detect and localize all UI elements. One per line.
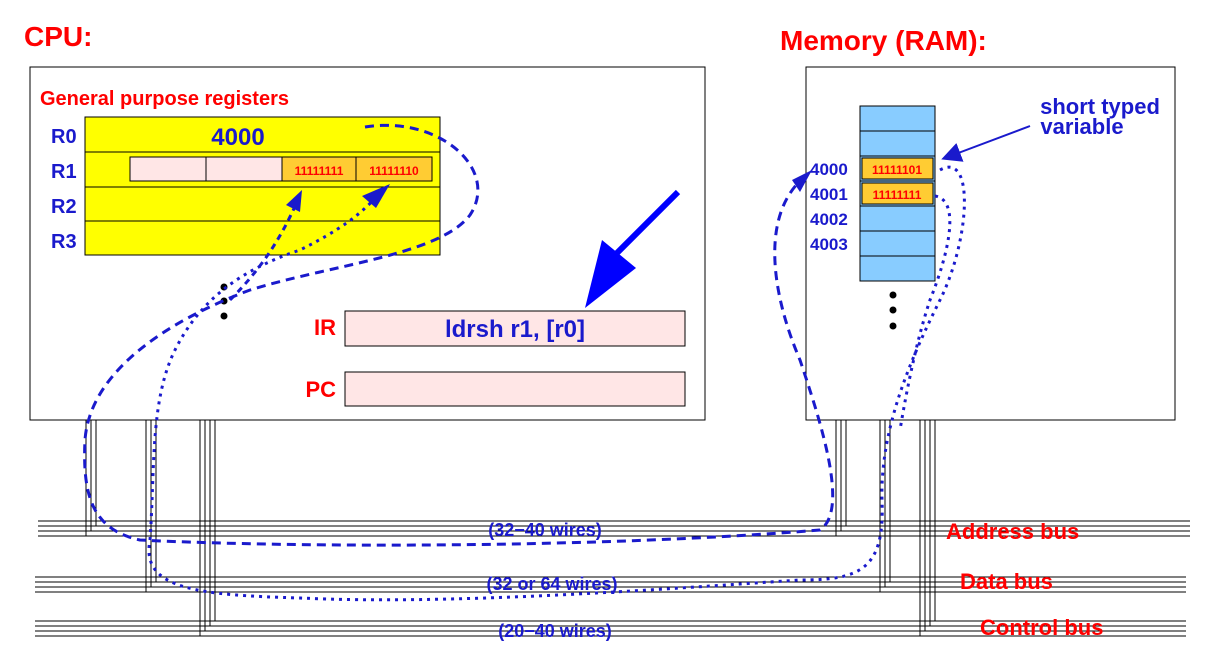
ir-arrow [585,189,681,308]
data-path-high-arrow [362,184,390,208]
mem-address-4000: 4000 [810,160,848,179]
address-bus-lines [38,520,1190,537]
annotation-line1: short typed [1040,94,1160,119]
r1-byte-2 [205,156,283,182]
address-path [83,123,835,547]
pc-register [344,371,686,407]
register-label-r0: R0 [51,126,77,148]
register-label-r1: R1 [51,161,77,183]
mem-address-4003: 4003 [810,235,848,254]
memory-title: Memory (RAM): [780,25,987,56]
mem-value-4001: 11111111 [873,188,922,202]
mem-cell-4000 [861,157,934,180]
pc-label: PC [305,377,336,402]
data-path-byte [228,203,298,302]
control-bus-lines [35,620,1186,637]
register-label-r2: R2 [51,196,77,218]
gpr-title: General purpose registers [40,88,289,110]
r1-byte-1-value: 11111111 [295,164,344,178]
data-bus-label: Data bus [960,569,1053,594]
mem-address-4001: 4001 [810,185,848,204]
memory-bus-taps [835,420,936,636]
address-bus-label: Address bus [946,519,1079,544]
data-bus-wires: (32 or 64 wires) [486,574,617,594]
cpu-title: CPU: [24,21,92,52]
memory-cells [859,105,936,282]
r1-byte-0 [355,156,433,182]
cpu-bus-taps [85,420,216,636]
data-path-low [898,194,952,431]
data-path-high [147,165,966,602]
control-bus-wires: (20−40 wires) [498,621,612,641]
register-file [84,116,441,256]
data-path-byte-arrow [286,190,302,212]
annotation-arrow [941,125,1031,162]
register-label-r3: R3 [51,231,77,253]
ir-register [344,310,686,347]
mem-address-4002: 4002 [810,210,848,229]
mem-value-4000: 11111101 [872,163,922,177]
control-bus-label: Control bus [980,615,1103,640]
r1-byte-1 [281,156,357,182]
r1-bytes [129,156,433,182]
memory-ellipsis [889,291,897,330]
r1-byte-0-value: 11111110 [369,164,419,178]
ir-value: ldrsh r1, [r0] [445,316,585,343]
mem-cell-4001 [861,182,934,205]
address-path-arrow [792,170,812,192]
annotation-line2: variable [1040,114,1123,139]
ir-label: IR [314,315,336,340]
r1-byte-3 [129,156,207,182]
data-bus-lines [35,576,1186,593]
address-bus-wires: (32−40 wires) [488,520,602,540]
r0-value: 4000 [211,124,264,151]
